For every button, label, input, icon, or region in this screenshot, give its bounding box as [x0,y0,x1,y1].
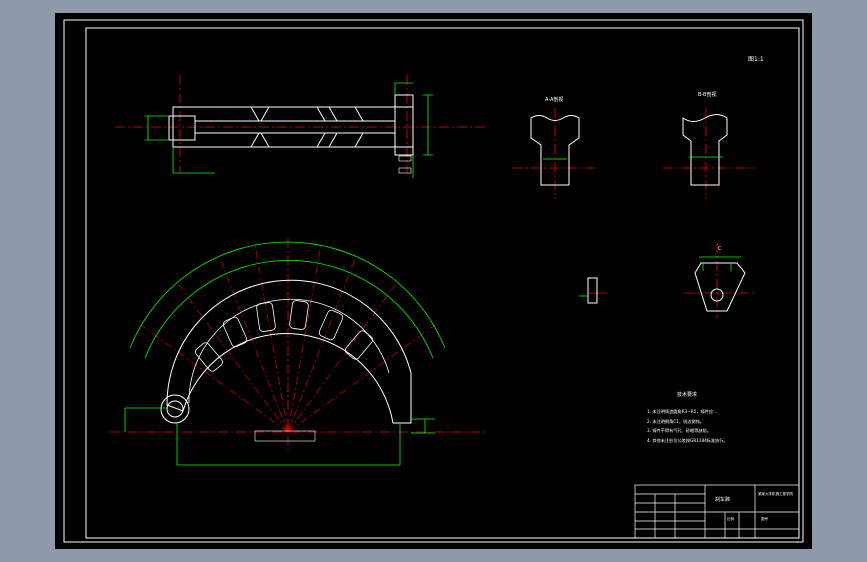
tech-req-line-4: 4. 其他未注形位公差按GB1184标准执行。 [647,437,728,444]
title-drawing-no: 图号 [761,516,769,521]
tech-req-line-3: 3. 铸件不得有气孔、砂眼等缺陷。 [647,427,711,434]
inner-border [85,27,800,539]
cad-viewport[interactable]: 图1:1 A-A剖视 B-B剖视 C [55,13,812,549]
tech-req-title: 技术要求 [677,391,697,398]
drawing-sheet: 图1:1 A-A剖视 B-B剖视 C [63,19,804,543]
technical-requirements: 技术要求 1. 未注明铸造圆角R3~R5，铸件应… 2. 未注明倒角C1，锐边倒… [647,391,728,444]
detail-c-label: C [718,246,722,252]
top-view [115,75,487,178]
tech-req-line-2: 2. 未注明倒角C1，锐边倒钝。 [647,418,704,425]
detail-view-c: C [685,243,755,318]
title-part-name: 刹车蹄 [715,496,730,503]
front-view [110,238,485,466]
title-scale: 比例 [727,516,735,521]
small-detail [579,277,607,304]
title-block [634,484,800,539]
outer-border [63,19,804,543]
corner-label: 图1:1 [748,56,764,63]
section-view-a: A-A剖视 [513,96,595,199]
section-b-label: B-B剖视 [698,91,717,98]
tech-req-line-1: 1. 未注明铸造圆角R3~R5，铸件应… [647,408,717,415]
title-school: 某某大学机械工程学院 [758,491,793,496]
section-a-label: A-A剖视 [545,96,563,103]
section-view-b: B-B剖视 [663,91,755,199]
